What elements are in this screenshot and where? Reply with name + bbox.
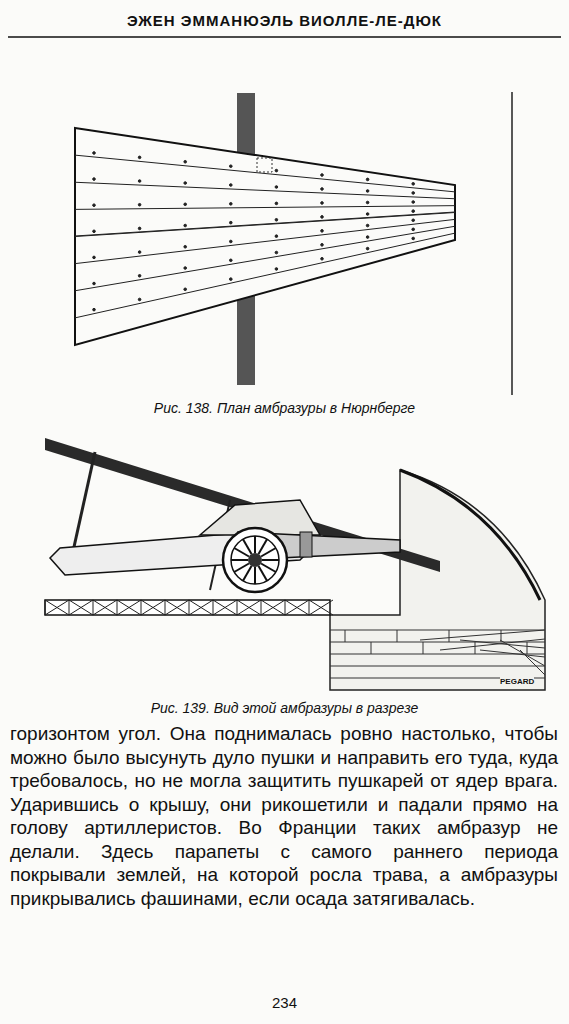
running-header: ЭЖЕН ЭММАНЮЭЛЬ ВИОЛЛЕ-ЛЕ-ДЮК [0,12,569,29]
section-view [45,438,545,690]
page-number: 234 [0,994,569,1011]
dotted-post [257,158,272,172]
figure-caption: Рис. 139. Вид этой амбразуры в разрезе [0,700,569,716]
engraver-signature: PEGARD [500,677,534,686]
wall-line [511,92,513,395]
body-text: горизонтом угол. Она поднималась ровно н… [10,722,558,910]
figure-caption: Рис. 138. План амбразуры в Нюрнберге [0,400,569,416]
embrasure-plan [75,128,455,345]
header-rule [8,36,561,38]
